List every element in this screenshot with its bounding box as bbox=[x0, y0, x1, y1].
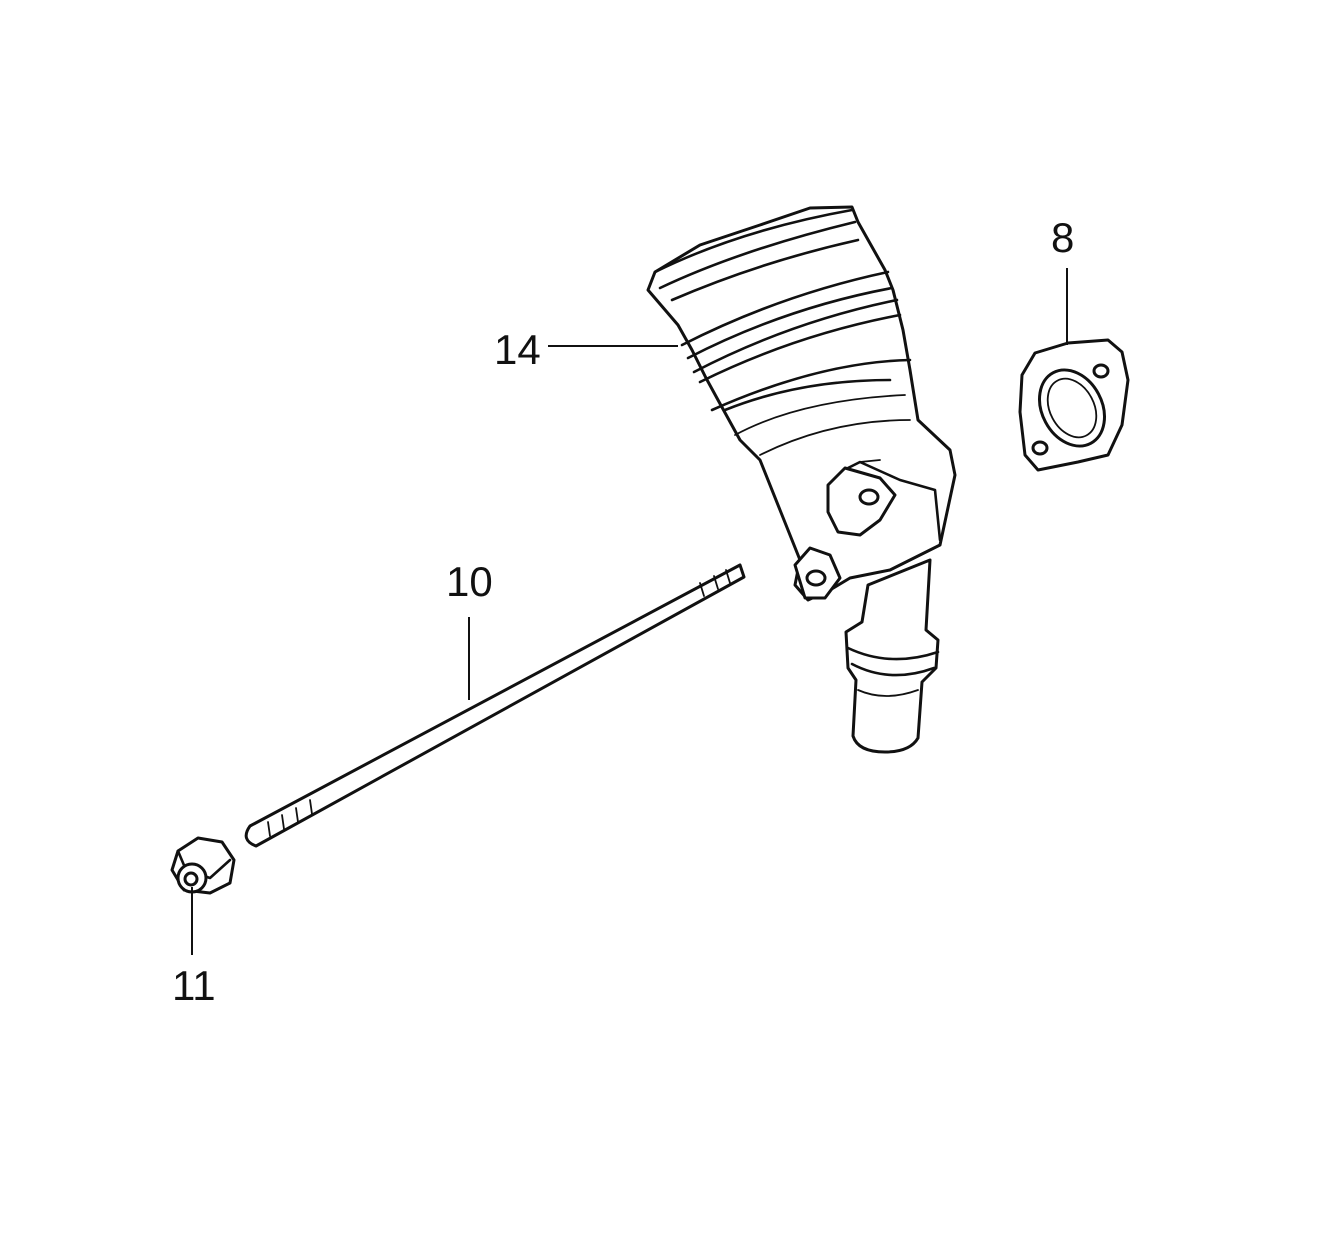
callout-10: 10 bbox=[446, 558, 493, 605]
part-8-gasket bbox=[1018, 338, 1130, 472]
callout-11: 11 bbox=[172, 962, 216, 1009]
callout-14: 14 bbox=[494, 326, 541, 373]
callout-8: 8 bbox=[1051, 214, 1074, 261]
part-14-filler-neck bbox=[646, 205, 957, 754]
part-11-nut bbox=[170, 836, 236, 895]
part-10-stud bbox=[244, 563, 746, 848]
